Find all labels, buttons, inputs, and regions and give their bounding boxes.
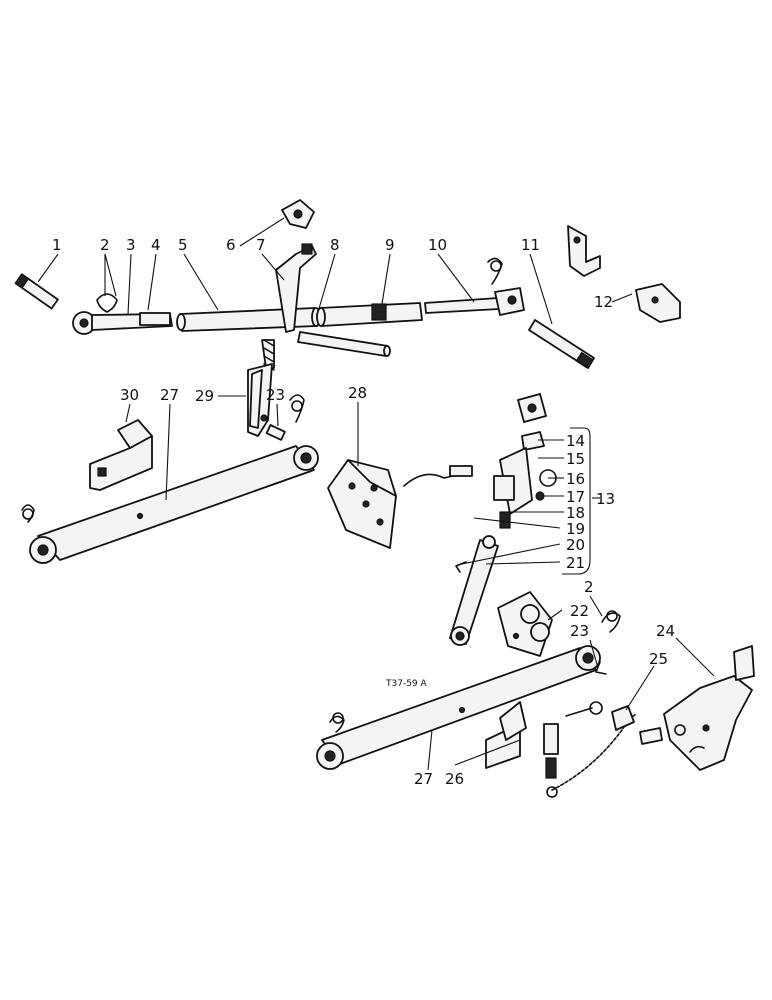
bracket-12 (567, 225, 681, 323)
label-25: 25 (649, 650, 668, 668)
fork-29 (247, 339, 275, 437)
stabiliser-24 (639, 645, 755, 771)
label-5: 5 (178, 236, 188, 254)
label-15: 15 (566, 450, 585, 468)
label-6: 6 (226, 236, 236, 254)
levelling-box-13 (403, 393, 557, 529)
label-9: 9 (385, 236, 395, 254)
lower-link-27a (21, 445, 319, 564)
label-8: 8 (330, 236, 340, 254)
plate-28 (327, 459, 397, 549)
label-24: 24 (656, 622, 675, 640)
bracket-30 (89, 419, 153, 491)
pin-1 (14, 273, 59, 310)
label-11: 11 (521, 236, 540, 254)
lower-link-27b (316, 645, 601, 770)
group-bracket-13 (562, 427, 591, 575)
label-10: 10 (428, 236, 447, 254)
label-22: 22 (570, 602, 589, 620)
label-2: 2 (100, 236, 110, 254)
chain-25 (546, 705, 637, 798)
label-17: 17 (566, 488, 585, 506)
label-27a: 27 (160, 386, 179, 404)
link-rod-21 (449, 535, 499, 646)
block-22 (497, 591, 553, 657)
label-28: 28 (348, 384, 367, 402)
label-30: 30 (120, 386, 139, 404)
tube-5 (176, 307, 321, 332)
label-7: 7 (256, 236, 266, 254)
label-3: 3 (126, 236, 136, 254)
label-26: 26 (445, 770, 464, 788)
pin-20 (455, 561, 467, 573)
clip-2b (601, 610, 621, 633)
nut-6 (281, 199, 315, 229)
rod-10 (424, 257, 525, 316)
leader-lines (37, 217, 715, 771)
label-23b: 23 (570, 622, 589, 640)
callout-labels: 1 2 3 4 5 6 7 8 9 10 11 12 13 14 15 16 1… (52, 236, 675, 788)
label-12: 12 (594, 293, 613, 311)
label-16: 16 (566, 470, 585, 488)
drawing-code: T37-59 A (385, 679, 428, 689)
label-14: 14 (566, 432, 585, 450)
ball-end-3-4 (72, 311, 173, 335)
bracket-26 (485, 701, 603, 779)
clip-2 (96, 293, 118, 313)
pin-23a (265, 394, 305, 441)
label-4: 4 (151, 236, 161, 254)
label-23a: 23 (266, 386, 285, 404)
sleeve-9 (316, 302, 423, 327)
pin-8 (297, 331, 391, 357)
label-2b: 2 (584, 578, 594, 596)
label-13: 13 (596, 490, 615, 508)
label-29: 29 (195, 387, 214, 405)
label-21: 21 (566, 554, 585, 572)
label-1: 1 (52, 236, 62, 254)
label-19: 19 (566, 520, 585, 538)
crank-7 (275, 243, 317, 333)
pin-11 (528, 319, 595, 369)
label-20: 20 (566, 536, 585, 554)
label-27b: 27 (414, 770, 433, 788)
label-18: 18 (566, 504, 585, 522)
